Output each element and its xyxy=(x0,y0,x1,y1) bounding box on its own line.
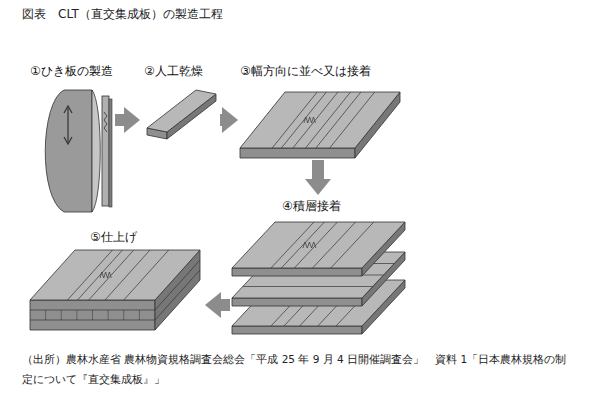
step-label: ①ひき板の製造 xyxy=(30,63,113,80)
process-arrow xyxy=(115,114,124,126)
step-label: ②人工乾燥 xyxy=(144,63,203,80)
process-arrow xyxy=(312,160,324,179)
process-arrow xyxy=(221,299,230,311)
step-label: ③幅方向に並べ又は接着 xyxy=(240,63,371,80)
process-step: ①ひき板の製造 xyxy=(28,60,115,215)
source-caption: （出所）農林水産省 農林物資規格調査会総会「平成 25 年 9 月 4 日開催調… xyxy=(22,350,577,390)
process-step: ⑤仕上げ xyxy=(28,226,205,335)
log-drawing xyxy=(45,90,112,212)
process-step: ④積層接着 xyxy=(230,195,408,335)
process-step: ②人工乾燥 xyxy=(140,60,220,140)
process-step: ③幅方向に並べ又は接着 xyxy=(238,60,405,160)
panel-drawing xyxy=(232,222,405,276)
figure-title: 図表 CLT（直交集成板）の製造工程 xyxy=(22,6,223,23)
board-drawing xyxy=(147,90,216,139)
process-arrow xyxy=(220,114,222,126)
panel-drawing xyxy=(240,92,400,158)
step-label: ⑤仕上げ xyxy=(90,229,137,246)
step-label: ④積層接着 xyxy=(282,198,341,215)
panel-drawing xyxy=(30,250,200,330)
